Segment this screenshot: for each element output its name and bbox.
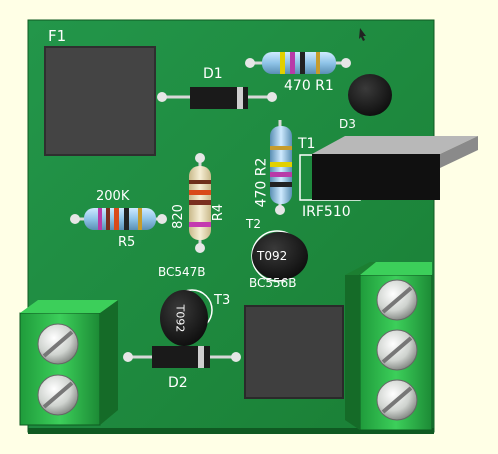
label-t1: T1 [298, 136, 316, 152]
label-r4-value: 820 [170, 204, 186, 229]
label-d2: D2 [168, 375, 188, 391]
label-t2: T2 [246, 217, 261, 231]
label-t3: T3 [214, 293, 231, 308]
label-r4: R4 [211, 203, 227, 222]
label-t2-part: BC556B [249, 276, 297, 290]
label-t3-part: BC547B [158, 265, 206, 279]
label-f1: F1 [48, 27, 67, 45]
label-t1-part: IRF510 [302, 204, 351, 220]
label-t3-package: T092 [173, 304, 187, 333]
label-d3: D3 [339, 117, 356, 131]
label-r5: R5 [118, 235, 136, 250]
label-r1: 470 R1 [284, 78, 334, 94]
label-r2: 470 R2 [253, 157, 270, 208]
label-r5-value: 200K [96, 189, 130, 204]
label-d1: D1 [203, 66, 223, 82]
label-t2-package: T092 [257, 249, 288, 263]
